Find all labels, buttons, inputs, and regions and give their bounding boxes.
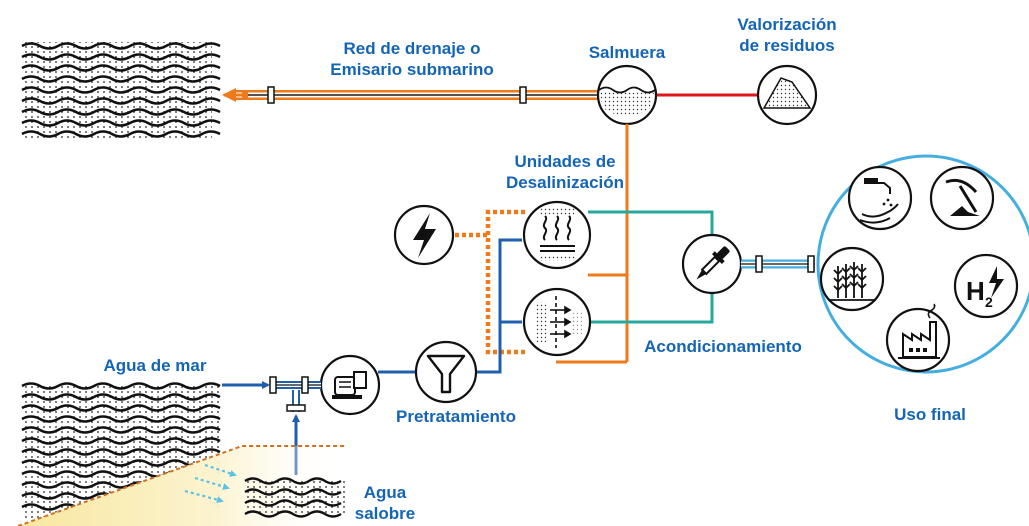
- desalination-label-line2: Desalinización: [505, 173, 625, 192]
- salt-pile-icon: [756, 64, 818, 126]
- brackish-label-line2: salobre: [354, 504, 416, 523]
- valorization-label: Valorización de residuos: [722, 14, 852, 56]
- pretreatment-label: Pretratamiento: [396, 407, 516, 426]
- desalination-units-label: Unidades de Desalinización: [495, 151, 635, 193]
- product-lines: [588, 210, 714, 324]
- filter-funnel-icon: [414, 340, 478, 404]
- thermal-desalination-icon: [522, 200, 592, 270]
- product-pipe: [741, 255, 815, 273]
- valorization-label-line2: de residuos: [739, 36, 835, 55]
- membrane-desalination-icon: [522, 287, 592, 357]
- lightning-icon: [393, 204, 455, 266]
- pickaxe-icon: [929, 165, 995, 231]
- end-use-label: Uso final: [894, 405, 966, 424]
- desalination-label-line1: Unidades de: [514, 152, 616, 171]
- brackish-label-line1: Agua: [363, 483, 407, 502]
- hand-tap-icon: [847, 165, 913, 231]
- groundwater-arrows: [184, 463, 237, 504]
- brine-outfall-pipe: [222, 86, 598, 104]
- wheat-icon: [819, 246, 885, 312]
- dropper-icon: [681, 233, 743, 295]
- hydrogen-icon: [953, 253, 1019, 319]
- conditioning-label: Acondicionamiento: [644, 337, 802, 356]
- sea-outfall-water: [21, 42, 221, 140]
- pump-icon: [319, 354, 381, 416]
- drain-label-line1: Red de drenaje o: [343, 39, 481, 58]
- valorization-label-line1: Valorización: [737, 15, 837, 34]
- brackish-water-label: Agua salobre: [350, 482, 420, 524]
- energy-lines: [455, 209, 525, 355]
- factory-icon: [885, 303, 951, 373]
- intake-pipes: [222, 376, 321, 475]
- brackish-water: [244, 477, 345, 518]
- seawater-label: Agua de mar: [103, 356, 207, 375]
- drain-label: Red de drenaje o Emisario submarino: [312, 38, 512, 80]
- brine-tank-icon: [596, 64, 658, 126]
- feed-lines: [378, 238, 522, 374]
- h2-symbol: H: [966, 276, 985, 306]
- h2-subscript: 2: [985, 294, 993, 310]
- brine-label: Salmuera: [588, 43, 666, 62]
- drain-label-line2: Emisario submarino: [330, 60, 494, 79]
